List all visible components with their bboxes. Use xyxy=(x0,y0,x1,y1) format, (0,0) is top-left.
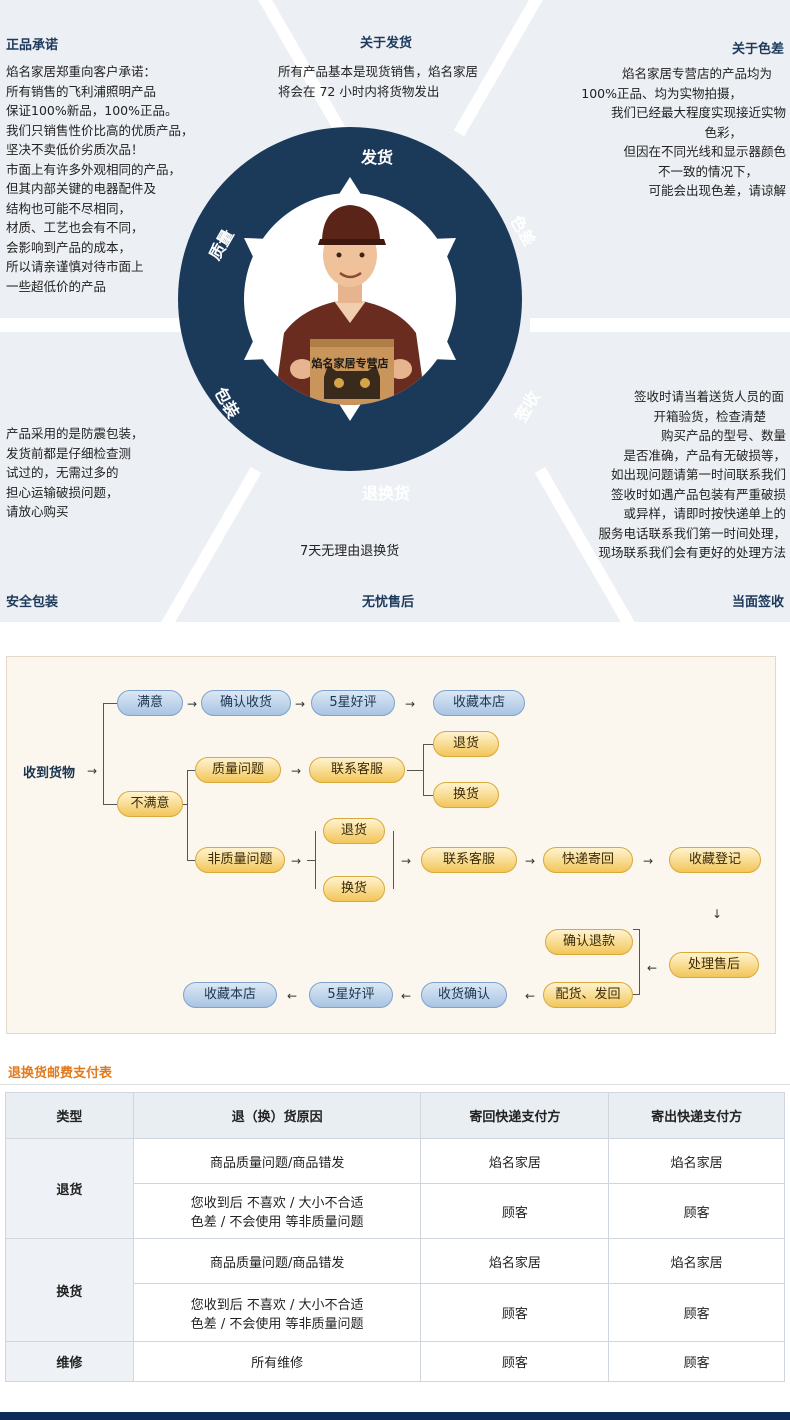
return-payer-cell: 顾客 xyxy=(420,1283,610,1342)
flow-satisfied: 满意 xyxy=(117,690,183,716)
flow-five-star-2: 5星好评 xyxy=(309,982,393,1008)
reason-cell: 所有维修 xyxy=(132,1341,422,1382)
type-repair: 维修 xyxy=(5,1341,134,1382)
aftersale-flowchart: 收到货物 → 满意 → 确认收货 → 5星好评 → 收藏本店 不满意 质量问题 … xyxy=(6,656,776,1034)
flow-unsatisfied: 不满意 xyxy=(117,791,183,817)
reason-cell: 您收到后 不喜欢 / 大小不合适色差 / 不会使用 等非质量问题 xyxy=(132,1283,422,1342)
signing-text: 签收时请当着送货人员的面 开箱验货，检查清楚 购买产品的型号、数量 是否准确，产… xyxy=(598,389,786,560)
flow-non-quality-issue: 非质量问题 xyxy=(195,847,285,873)
reason-cell: 商品质量问题/商品错发 xyxy=(132,1138,422,1184)
ship-payer-cell: 焰名家居 xyxy=(608,1138,785,1184)
arrow-left-icon: ← xyxy=(287,989,298,1003)
return-payer-cell: 顾客 xyxy=(420,1341,610,1382)
flow-exchange-2: 换货 xyxy=(323,876,385,902)
aftersale-title: 无忧售后 xyxy=(362,595,415,610)
fee-table: 类型 退（换）货原因 寄回快递支付方 寄出快递支付方 退货 商品质量问题/商品错… xyxy=(5,1092,785,1382)
flow-receive-confirm: 收货确认 xyxy=(421,982,507,1008)
color-text: 焰名家居专营店的产品均为 100%正品、均为实物拍摄， 我们已经最大程度实现接近… xyxy=(581,66,786,198)
flow-express-back: 快递寄回 xyxy=(543,847,633,873)
flow-return-2: 退货 xyxy=(323,818,385,844)
ship-payer-cell: 顾客 xyxy=(608,1341,785,1382)
box-label: 焰名家居专营店 xyxy=(311,357,389,370)
flow-reship: 配货、发回 xyxy=(543,982,633,1008)
header-ship-payer: 寄出快递支付方 xyxy=(608,1092,785,1139)
arrow-left-icon: ← xyxy=(401,989,412,1003)
return-payer-cell: 焰名家居 xyxy=(420,1138,610,1184)
ring-label-return: 退换货 xyxy=(362,484,411,503)
ring-label-shipping: 发货 xyxy=(361,148,394,167)
flow-confirm-receipt: 确认收货 xyxy=(201,690,291,716)
shipping-title: 关于发货 xyxy=(360,36,413,51)
color-title: 关于色差 xyxy=(731,42,784,57)
reason-cell: 商品质量问题/商品错发 xyxy=(132,1238,422,1284)
flow-exchange: 换货 xyxy=(433,782,499,808)
delivery-man-image xyxy=(274,205,426,405)
flow-fav-shop: 收藏本店 xyxy=(433,690,525,716)
arrow-left-icon: ← xyxy=(647,961,658,975)
arrow-icon: → xyxy=(525,854,536,868)
return-payer-cell: 焰名家居 xyxy=(420,1238,610,1284)
table-row: 维修 所有维修 顾客 顾客 xyxy=(5,1341,785,1382)
flow-quality-issue: 质量问题 xyxy=(195,757,281,783)
return-payer-cell: 顾客 xyxy=(420,1183,610,1239)
table-row: 您收到后 不喜欢 / 大小不合适色差 / 不会使用 等非质量问题 顾客 顾客 xyxy=(6,1183,785,1239)
table-header-row: 类型 退（换）货原因 寄回快递支付方 寄出快递支付方 xyxy=(5,1092,785,1139)
type-return: 退货 xyxy=(5,1138,134,1239)
ship-payer-cell: 顾客 xyxy=(608,1283,785,1342)
arrow-icon: → xyxy=(87,764,98,778)
divider-bottom-left xyxy=(150,467,262,640)
flow-five-star: 5星好评 xyxy=(311,690,395,716)
packing-title: 安全包装 xyxy=(6,595,59,610)
table-row: 您收到后 不喜欢 / 大小不合适色差 / 不会使用 等非质量问题 顾客 顾客 xyxy=(6,1283,785,1342)
flow-fav-register: 收藏登记 xyxy=(669,847,761,873)
reason-cell: 您收到后 不喜欢 / 大小不合适色差 / 不会使用 等非质量问题 xyxy=(132,1183,422,1239)
shipping-text: 所有产品基本是现货销售，焰名家居 将会在 72 小时内将货物发出 xyxy=(278,64,479,99)
signing-title: 当面签收 xyxy=(731,595,784,610)
type-exchange: 换货 xyxy=(5,1238,134,1342)
ship-payer-cell: 顾客 xyxy=(608,1183,785,1239)
table-row: 退货 商品质量问题/商品错发 焰名家居 焰名家居 xyxy=(5,1138,785,1239)
arrow-icon: → xyxy=(401,854,412,868)
flow-contact-cs-2: 联系客服 xyxy=(421,847,517,873)
packing-text: 产品采用的是防震包装， 发货前都是仔细检查测 试过的，无需过多的 担心运输破损问… xyxy=(6,426,144,519)
bottom-bar xyxy=(0,1412,790,1420)
flow-return: 退货 xyxy=(433,731,499,757)
arrow-icon: → xyxy=(405,697,416,711)
delivery-illustration: 焰名家居专营店 xyxy=(244,193,456,405)
divider-right xyxy=(530,318,790,332)
arrow-icon: → xyxy=(643,854,654,868)
title-divider xyxy=(0,1084,790,1085)
genuine-title: 正品承诺 xyxy=(6,38,59,53)
arrow-icon: → xyxy=(295,697,306,711)
flow-confirm-refund: 确认退款 xyxy=(545,929,633,955)
ship-payer-cell: 焰名家居 xyxy=(608,1238,785,1284)
table-row: 换货 商品质量问题/商品错发 焰名家居 焰名家居 xyxy=(5,1238,785,1342)
flow-contact-cs: 联系客服 xyxy=(309,757,405,783)
genuine-text: 焰名家居郑重向客户承诺： 所有销售的飞利浦照明产品 保证100%新品，100%正… xyxy=(6,64,194,294)
divider-bottom xyxy=(0,622,790,640)
arrow-icon: → xyxy=(187,697,198,711)
arrow-down-icon: ↓ xyxy=(712,907,723,921)
arrow-icon: → xyxy=(291,854,302,868)
arrow-left-icon: ← xyxy=(525,989,536,1003)
header-reason: 退（换）货原因 xyxy=(132,1092,422,1139)
flow-fav-shop-2: 收藏本店 xyxy=(183,982,277,1008)
arrow-icon: → xyxy=(291,764,302,778)
flow-start-label: 收到货物 xyxy=(23,766,76,781)
aftersale-caption: 7天无理由退换货 xyxy=(300,544,400,559)
flow-handle-aftersale: 处理售后 xyxy=(669,952,759,978)
service-promise-section: 正品承诺 焰名家居郑重向客户承诺： 所有销售的飞利浦照明产品 保证100%新品，… xyxy=(0,0,790,640)
header-return-payer: 寄回快递支付方 xyxy=(420,1092,610,1139)
fee-table-title: 退换货邮费支付表 xyxy=(8,1066,113,1081)
header-type: 类型 xyxy=(5,1092,134,1139)
